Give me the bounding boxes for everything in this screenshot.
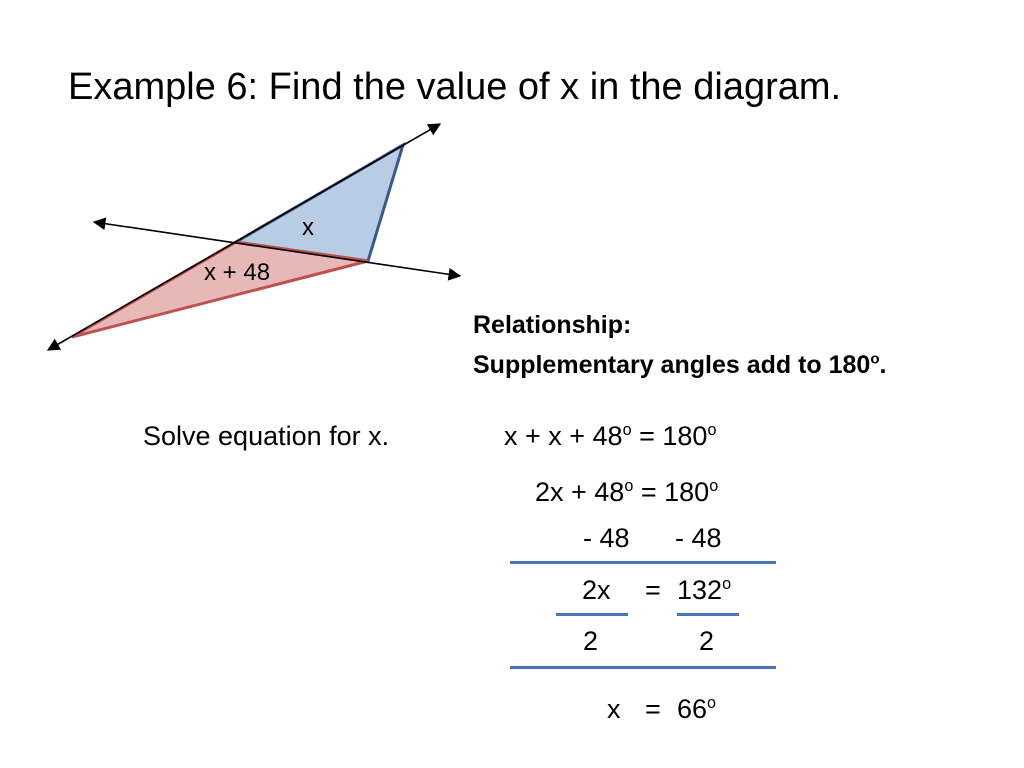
divider-line-2 bbox=[510, 666, 776, 669]
answer-x: x bbox=[607, 694, 621, 724]
horizontal-line bbox=[92, 217, 462, 281]
transversal-line bbox=[46, 123, 442, 351]
equation-step-2: 2x + 48o = 180o bbox=[535, 477, 719, 507]
subtract-left: - 48 bbox=[583, 523, 630, 553]
subtract-right: - 48 bbox=[675, 523, 722, 553]
answer-value: 66o bbox=[677, 694, 717, 724]
divisor-right: 2 bbox=[699, 626, 715, 656]
step-4-equals: = bbox=[645, 575, 661, 605]
step-4-right: 132o bbox=[677, 575, 732, 605]
divisor-left: 2 bbox=[583, 626, 599, 656]
fraction-bar-left bbox=[556, 613, 628, 616]
relationship-heading: Relationship: bbox=[473, 311, 632, 339]
fraction-bar-right bbox=[677, 613, 739, 616]
answer-equals: = bbox=[645, 694, 661, 724]
relationship-text: Supplementary angles add to 180o. bbox=[473, 350, 887, 379]
angle-x-label: x bbox=[302, 214, 314, 241]
divider-line-1 bbox=[510, 561, 776, 564]
step-4-left: 2x bbox=[582, 575, 611, 605]
slide-title: Example 6: Find the value of x in the di… bbox=[68, 66, 842, 108]
solve-instruction: Solve equation for x. bbox=[143, 421, 390, 451]
blue-triangle bbox=[231, 141, 406, 263]
equation-step-1: x + x + 48o = 180o bbox=[504, 421, 717, 451]
angle-x-plus-48-label: x + 48 bbox=[204, 259, 271, 286]
